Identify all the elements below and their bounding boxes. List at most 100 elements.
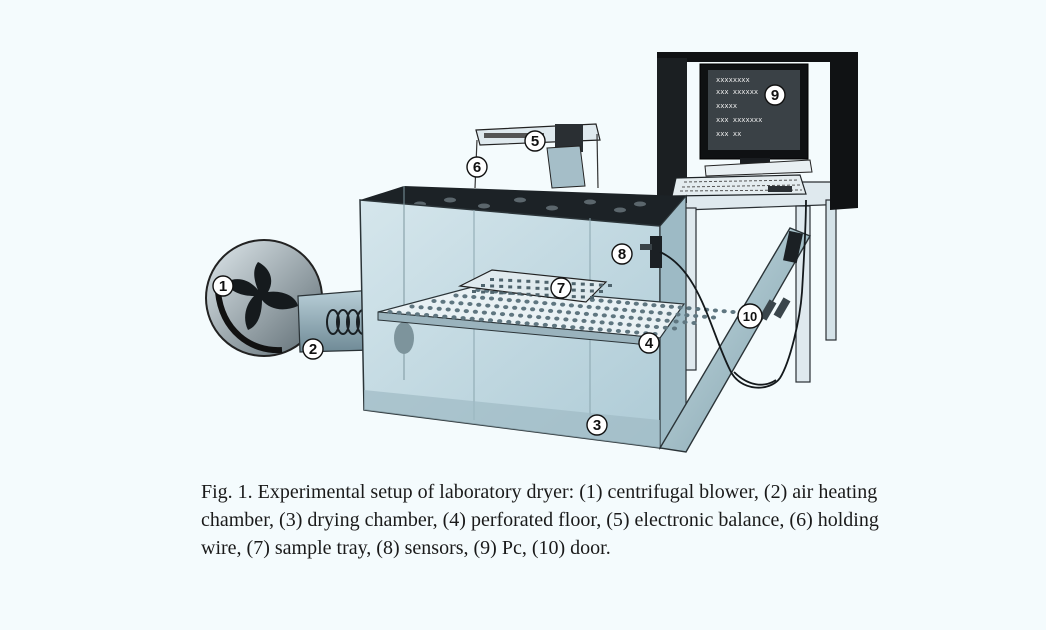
perforation-hole: [488, 296, 495, 301]
tray-slot: [571, 288, 576, 292]
perforation-hole: [454, 308, 460, 313]
perforation-hole: [730, 310, 736, 314]
tray-slot: [526, 279, 531, 283]
keyboard: [671, 174, 807, 197]
callout-3: 3: [586, 414, 608, 436]
perforation-hole: [624, 300, 631, 305]
perforation-hole: [583, 311, 590, 316]
perforation-hole: [527, 314, 533, 319]
callout-4: 4: [638, 332, 660, 354]
callout-7: 7: [550, 277, 572, 299]
perforation-hole: [551, 323, 558, 328]
perforation-hole: [668, 304, 675, 309]
perforation-hole: [476, 302, 482, 307]
tray-slot: [490, 284, 495, 288]
perforation-hole: [478, 317, 484, 322]
perforation-hole: [497, 297, 503, 302]
perforation-hole: [581, 318, 587, 323]
perforation-hole: [634, 330, 640, 335]
perforation-hole: [622, 307, 628, 312]
tray-slot: [517, 292, 522, 296]
perforation-hole: [586, 304, 592, 309]
perforation-hole: [607, 299, 613, 304]
tray-slot: [544, 280, 549, 284]
callout-6: 6: [466, 156, 488, 178]
perforation-hole: [662, 325, 669, 330]
perforation-hole: [512, 305, 518, 310]
tray-slot: [490, 278, 494, 281]
perforation-hole: [616, 300, 622, 305]
perforation-hole: [472, 309, 478, 314]
tray-slot: [490, 290, 495, 294]
perforation-hole: [660, 303, 666, 308]
perforation-hole: [480, 295, 486, 300]
tray-slot: [580, 282, 585, 286]
tray-slot: [526, 286, 531, 290]
perforation-hole: [490, 311, 497, 316]
callout-number: 2: [309, 341, 317, 358]
perforation-hole: [469, 316, 475, 321]
callout-number: 8: [618, 246, 626, 263]
perforation-hole: [637, 316, 643, 321]
tray-slot: [598, 283, 603, 287]
door: [658, 227, 812, 453]
perforation-hole: [628, 315, 634, 320]
perforation-hole: [648, 310, 654, 315]
perforation-hole: [625, 329, 631, 334]
perforation-hole: [485, 303, 491, 308]
perforation-hole: [497, 319, 503, 324]
perforation-hole: [617, 321, 623, 326]
perforation-hole: [548, 308, 554, 313]
callout-8: 8: [611, 243, 633, 265]
sensor: [640, 236, 662, 268]
perforation-hole: [721, 309, 727, 314]
tray-slot: [580, 295, 585, 299]
perforation-hole: [686, 306, 692, 311]
perforation-hole: [592, 312, 599, 317]
perforation-hole: [646, 317, 652, 322]
perforation-hole: [545, 315, 551, 320]
perforation-hole: [524, 321, 530, 326]
perforation-hole: [509, 312, 515, 317]
callout-2: 2: [302, 338, 324, 360]
tray-slot: [544, 287, 549, 291]
callout-number: 4: [645, 335, 654, 352]
callout-number: 3: [593, 417, 601, 434]
perforation-hole: [619, 314, 625, 319]
perforation-hole: [515, 298, 521, 303]
perforation-hole: [431, 299, 437, 303]
monitor-line: xxx xxxxxx: [716, 88, 758, 96]
perforation-hole: [440, 299, 446, 304]
tray-slot: [608, 284, 612, 287]
perforation-hole: [462, 294, 468, 299]
tray-slot: [544, 293, 549, 297]
perforation-hole: [671, 326, 678, 331]
tray-slot: [508, 278, 513, 282]
perforation-hole: [449, 300, 455, 305]
callout-number: 10: [743, 309, 757, 324]
perforation-hole: [409, 304, 415, 309]
tray-slot: [526, 292, 531, 296]
perforation-hole: [530, 307, 536, 312]
callout-9: 9: [764, 84, 786, 106]
perforation-hole: [433, 313, 439, 318]
perforation-hole: [579, 325, 585, 330]
tray-slot: [571, 282, 576, 286]
monitor-line: xxx xx: [716, 130, 741, 138]
perforation-hole: [655, 318, 661, 322]
perforation-hole: [568, 303, 575, 308]
callout-1: 1: [212, 275, 234, 297]
tray-slot: [535, 293, 540, 297]
perforation-hole: [597, 327, 603, 332]
centrifugal-blower: [205, 239, 323, 357]
perforation-hole: [414, 312, 420, 317]
tray-slot: [481, 290, 486, 294]
perforation-hole: [606, 328, 612, 333]
perforation-hole: [418, 305, 424, 310]
perforation-hole: [599, 320, 605, 325]
tray-slot: [508, 291, 513, 295]
perforation-hole: [635, 323, 641, 328]
perforation-hole: [615, 329, 622, 333]
perforation-hole: [610, 314, 616, 319]
perforation-hole: [693, 314, 699, 318]
